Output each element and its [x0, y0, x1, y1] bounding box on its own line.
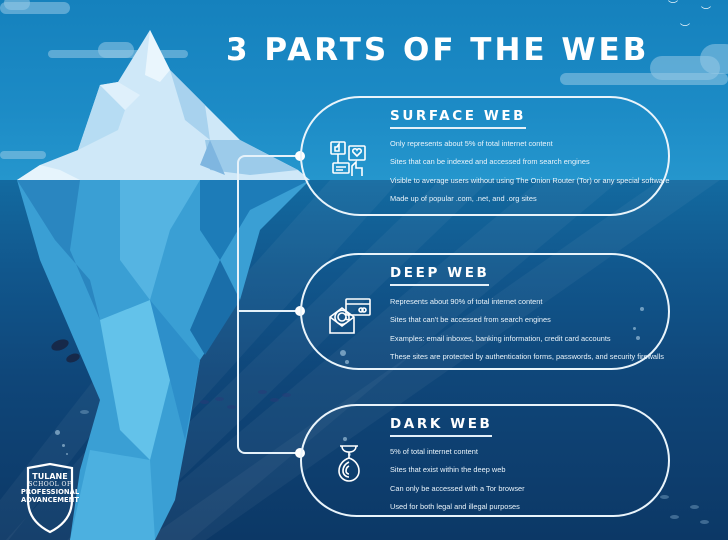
- social-media-hand-icon: [328, 138, 372, 182]
- fish: [282, 393, 291, 397]
- list-item: Sites that can't be accessed from search…: [390, 315, 551, 325]
- list-item: These sites are protected by authenticat…: [390, 351, 664, 361]
- bird-icon: ︶: [701, 7, 711, 18]
- section-title: DARK WEB: [390, 416, 493, 437]
- tulane-logo: TULANE SCHOOL OF PROFESSIONAL ADVANCEMEN…: [18, 462, 82, 534]
- list-item: 5% of total internet content: [390, 447, 478, 456]
- list-item: Made up of popular .com, .net, and .org …: [390, 193, 537, 203]
- tor-onion-icon: [328, 442, 372, 486]
- connector-branch: [239, 310, 301, 312]
- section-deep-web: DEEP WEB Represents about 90% of total i…: [300, 253, 670, 370]
- cloud: [0, 151, 46, 159]
- bubble: [66, 453, 68, 455]
- list-item: Can only be accessed with a Tor browser: [390, 483, 525, 493]
- cloud: [4, 0, 30, 10]
- fish: [270, 398, 279, 402]
- fish: [700, 520, 709, 524]
- bubble: [62, 444, 65, 447]
- bubble: [55, 430, 60, 435]
- email-credit-card-icon: [328, 295, 372, 339]
- fish: [258, 390, 267, 394]
- bird-icon: ︶: [680, 24, 690, 35]
- logo-line-1: TULANE: [32, 472, 68, 481]
- section-list: 5% of total internet content Sites that …: [390, 448, 525, 521]
- fish: [227, 405, 236, 409]
- list-item: Only represents about 5% of total intern…: [390, 139, 553, 148]
- shield-icon: [26, 462, 74, 534]
- section-title: DEEP WEB: [390, 265, 490, 286]
- cloud: [98, 42, 134, 58]
- section-surface-web: SURFACE WEB Only represents about 5% of …: [300, 96, 670, 216]
- list-item: Examples: email inboxes, banking informa…: [390, 333, 611, 343]
- cloud: [700, 44, 728, 74]
- fish: [215, 397, 224, 401]
- list-item: Represents about 90% of total internet c…: [390, 297, 543, 306]
- bird-icon: ︶: [668, 1, 678, 12]
- list-item: Used for both legal and illegal purposes: [390, 501, 520, 511]
- fish: [200, 400, 209, 404]
- logo-line-4: ADVANCEMENT: [20, 496, 79, 504]
- section-list: Represents about 90% of total internet c…: [390, 298, 664, 371]
- connector-line: [237, 155, 301, 454]
- logo-line-3: PROFESSIONAL: [20, 488, 80, 496]
- logo-line-2: SCHOOL OF: [28, 481, 72, 488]
- page-title: 3 PARTS OF THE WEB: [226, 32, 650, 68]
- list-item: Sites that exist within the deep web: [390, 465, 506, 475]
- section-title: SURFACE WEB: [390, 108, 527, 129]
- list-item: Visible to average users without using T…: [390, 175, 670, 185]
- list-item: Sites that can be indexed and accessed f…: [390, 157, 590, 167]
- section-list: Only represents about 5% of total intern…: [390, 140, 669, 213]
- section-dark-web: DARK WEB 5% of total internet content Si…: [300, 404, 670, 517]
- fish: [80, 410, 89, 414]
- fish: [690, 505, 699, 509]
- fish: [670, 515, 679, 519]
- fish: [660, 495, 669, 499]
